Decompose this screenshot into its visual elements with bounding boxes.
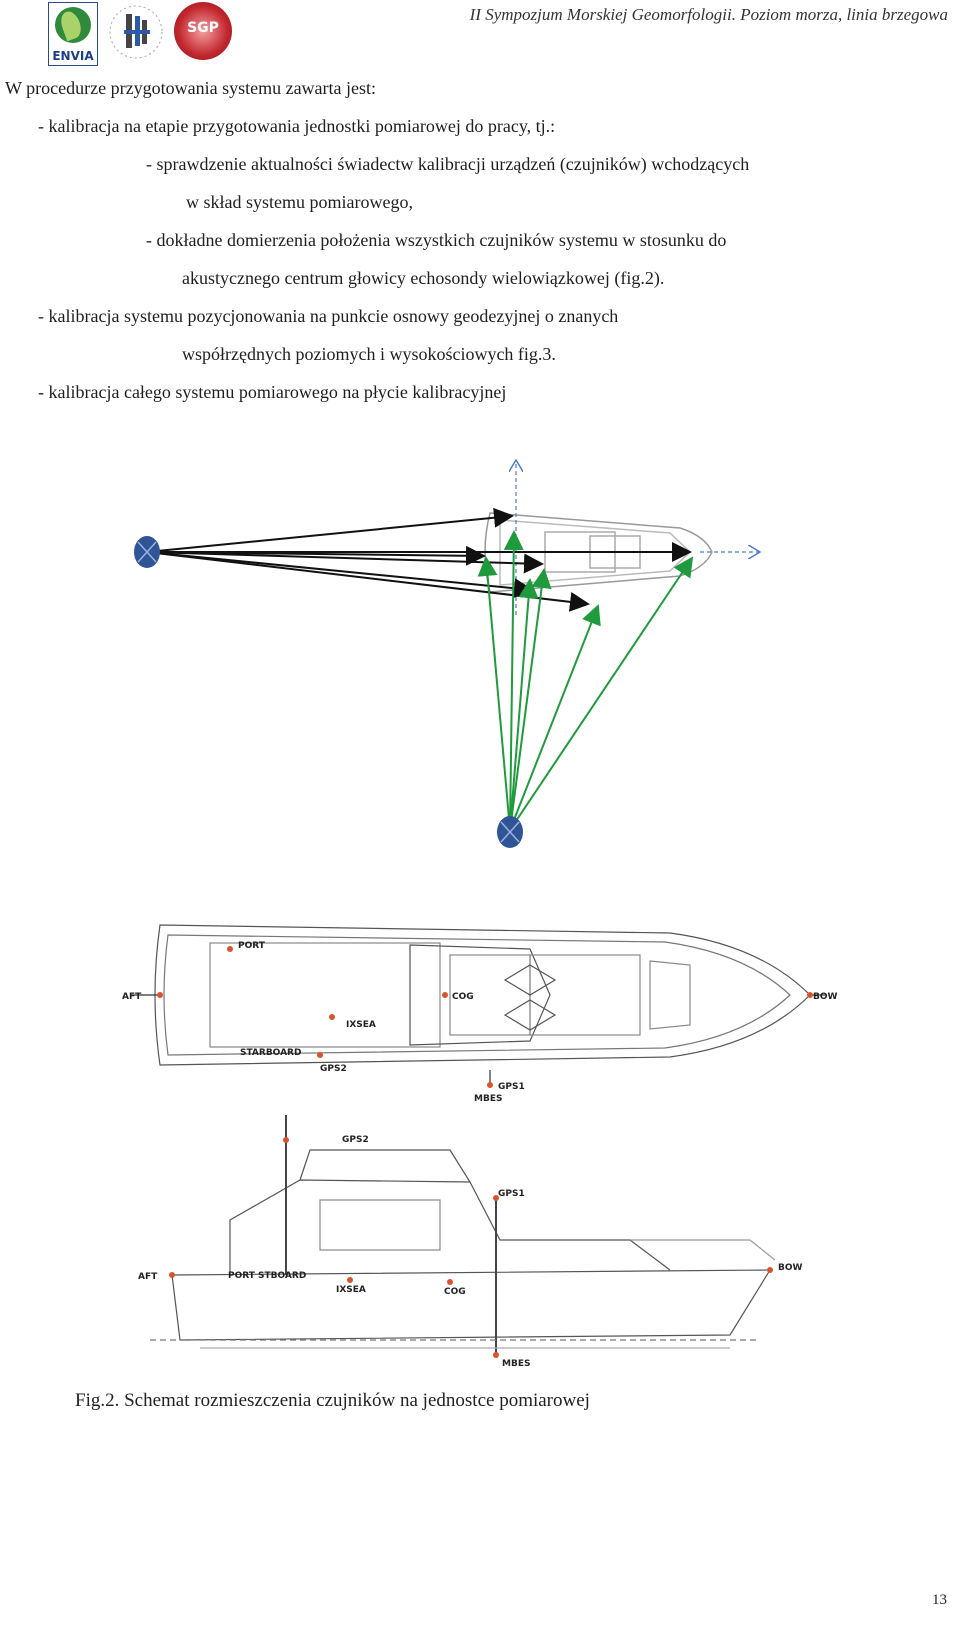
body-line: - kalibracja systemu pozycjonowania na p…: [38, 306, 619, 326]
hull-side-outline: [171, 1269, 772, 1341]
bow-label-side: BOW: [778, 1263, 803, 1273]
body-line: - kalibracja na etapie przygotowania jed…: [38, 116, 556, 136]
instytut-morski-logo: [109, 5, 163, 59]
gps1-label-side: GPS1: [498, 1189, 525, 1199]
body-line: akustycznego centrum głowicy echosondy w…: [182, 268, 665, 288]
sensor-dots: [157, 946, 813, 1088]
aft-label-side: AFT: [138, 1272, 158, 1282]
port-stboard-label: PORT STBOARD: [228, 1271, 306, 1281]
station-marker-bottom: [497, 816, 523, 848]
gps1-label: GPS1: [498, 1082, 525, 1092]
figure-caption: Fig.2. Schemat rozmieszczenia czujników …: [75, 1390, 590, 1411]
ixsea-label-side: IXSEA: [336, 1285, 366, 1295]
hull-plan-outline: [154, 924, 811, 1066]
port-label: PORT: [238, 941, 266, 951]
starboard-label: STARBOARD: [240, 1048, 301, 1058]
cog-label-side: COG: [444, 1287, 466, 1297]
header-title: II Sympozjum Morskiej Geomorfologii. Poz…: [469, 5, 948, 24]
body-line: - sprawdzenie aktualności świadectw kali…: [146, 154, 750, 174]
bow-label: BOW: [813, 992, 838, 1002]
body-line: w skład systemu pomiarowego,: [186, 192, 413, 212]
green-arrows: [477, 530, 694, 831]
body-line: W procedurze przygotowania systemu zawar…: [5, 78, 377, 98]
cog-label: COG: [452, 992, 474, 1002]
sgp-logo-text: SGP: [187, 20, 219, 36]
envia-logo-text: ENVIA: [52, 49, 94, 63]
boat-plan-view: AFT BOW PORT STARBOARD COG IXSEA GPS2 GP…: [122, 924, 838, 1104]
gps2-label: GPS2: [320, 1064, 347, 1074]
mbes-label-side: MBES: [502, 1359, 530, 1369]
body-line: współrzędnych poziomych i wysokościowych…: [182, 344, 556, 364]
body-line: - kalibracja całego systemu pomiarowego …: [38, 382, 507, 402]
mbes-label: MBES: [474, 1094, 502, 1104]
envia-logo: ENVIA: [48, 2, 98, 66]
aft-label: AFT: [122, 992, 142, 1002]
gps2-label-side: GPS2: [342, 1135, 369, 1145]
sensor-dots-side: [169, 1137, 773, 1358]
sgp-logo: SGP: [174, 2, 232, 60]
body-line: - dokładne domierzenia położenia wszystk…: [146, 230, 727, 250]
measurement-diagram: [134, 440, 960, 848]
ixsea-label: IXSEA: [346, 1020, 376, 1030]
page-number: 13: [932, 1592, 947, 1608]
station-marker-left: [134, 536, 160, 568]
boat-side-view: AFT BOW PORT STBOARD IXSEA COG GPS2 GPS1…: [138, 1115, 803, 1369]
black-arrows: [146, 507, 692, 612]
